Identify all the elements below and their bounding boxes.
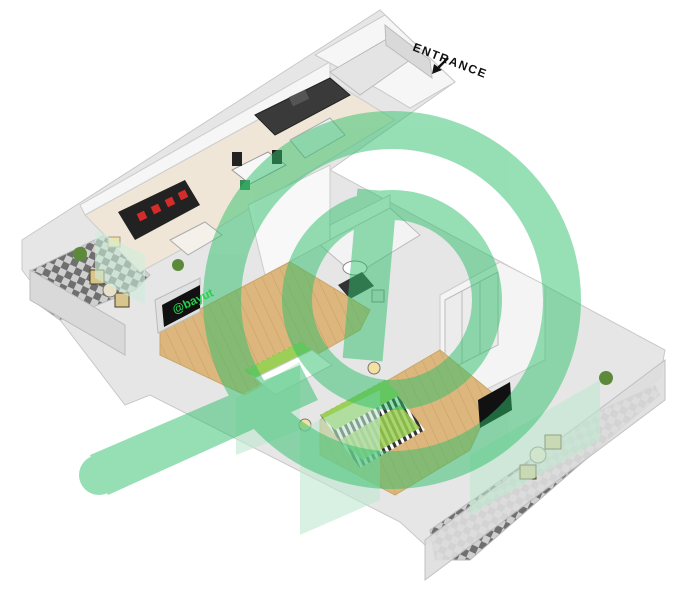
tv-screen	[162, 285, 200, 327]
arrow-down-left-icon	[432, 57, 449, 74]
plant	[599, 371, 613, 385]
entrance-area	[313, 14, 456, 109]
sofa	[118, 180, 200, 240]
bayut-logo-watermark	[79, 111, 581, 495]
dining-chair	[232, 152, 242, 166]
tv-screen	[478, 382, 512, 428]
plant	[73, 247, 87, 261]
nightstand-lamp	[367, 361, 381, 375]
plant	[172, 259, 184, 271]
cooktop	[288, 89, 310, 107]
